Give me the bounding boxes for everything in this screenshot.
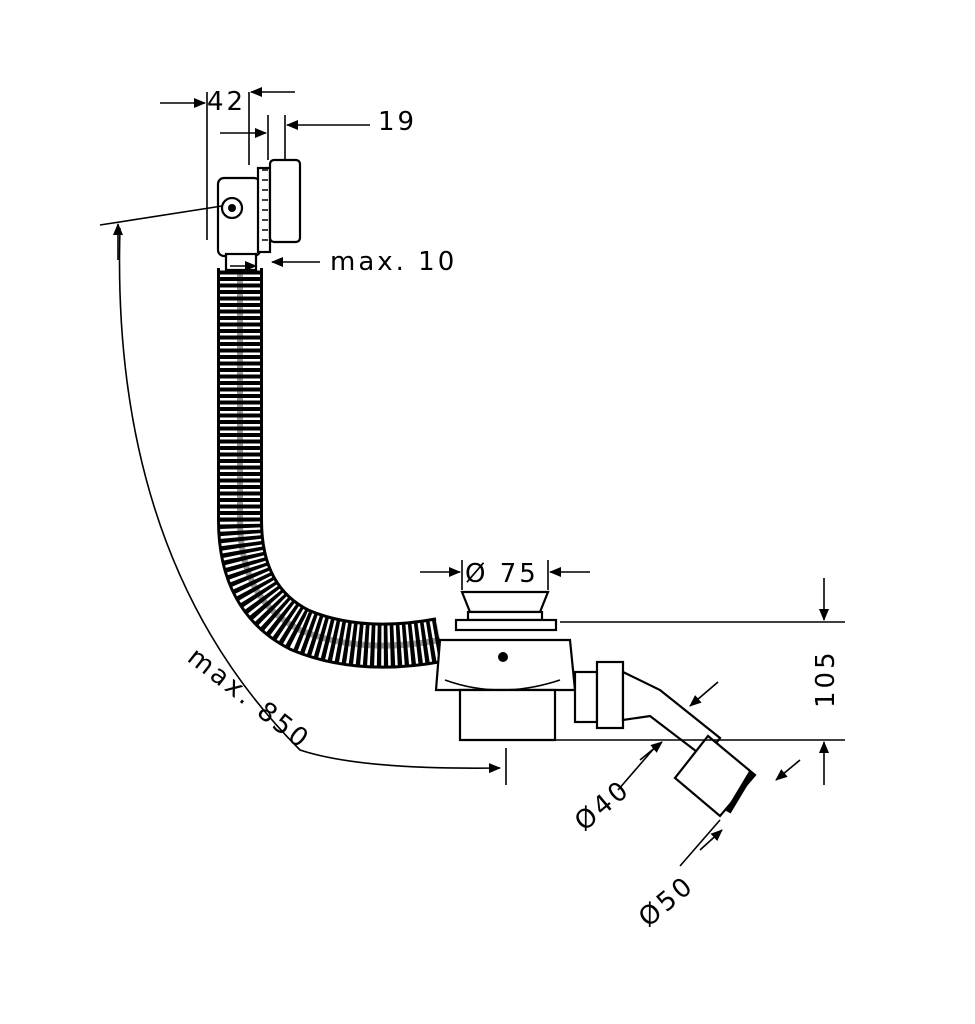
dim-105: 105 xyxy=(811,649,841,708)
dimension-lines xyxy=(99,87,845,867)
overflow-head xyxy=(216,158,302,272)
drain-body xyxy=(434,590,757,818)
dim-diameter-40: Ø40 xyxy=(569,774,636,837)
flexible-hose xyxy=(217,268,445,669)
dim-42: 42 xyxy=(207,87,246,117)
dim-diameter-75: Ø 75 xyxy=(465,559,539,589)
dim-max-10: max. 10 xyxy=(330,247,457,277)
dim-max-850: max. 850 xyxy=(182,642,316,756)
dim-19: 19 xyxy=(378,107,417,137)
dim-diameter-50: Ø50 xyxy=(633,870,700,933)
